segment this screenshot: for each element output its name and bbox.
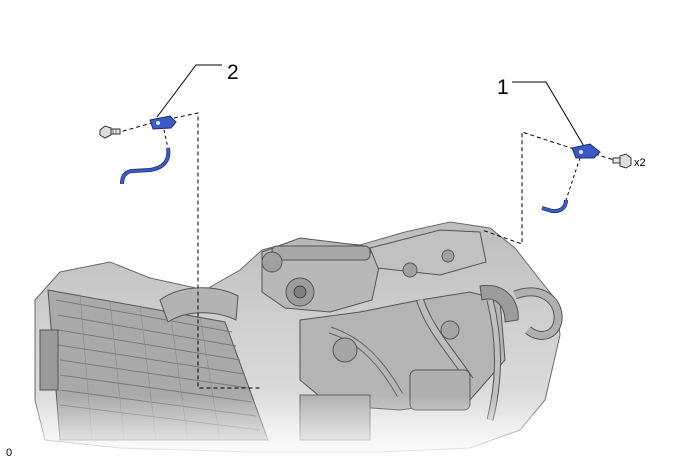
engine-assembly xyxy=(0,221,688,463)
mounting-bracket-icon xyxy=(571,143,601,159)
hex-flange-bolt-icon xyxy=(612,153,632,169)
figure-code: 0 xyxy=(6,447,13,459)
part-2-group xyxy=(99,64,262,389)
dashed-line-1 xyxy=(481,131,575,245)
part-1-group xyxy=(481,81,632,245)
leader-line-2 xyxy=(156,64,222,118)
engine-block xyxy=(261,229,563,441)
bolt-quantity-label: x2 xyxy=(634,157,646,169)
mounting-bracket-icon xyxy=(149,115,177,130)
hex-flange-bolt-icon xyxy=(99,125,121,139)
dashed-line-2 xyxy=(173,112,262,389)
leader-line-1 xyxy=(512,81,586,149)
callout-label-1: 1 xyxy=(497,76,509,99)
callout-label-2: 2 xyxy=(227,61,239,84)
